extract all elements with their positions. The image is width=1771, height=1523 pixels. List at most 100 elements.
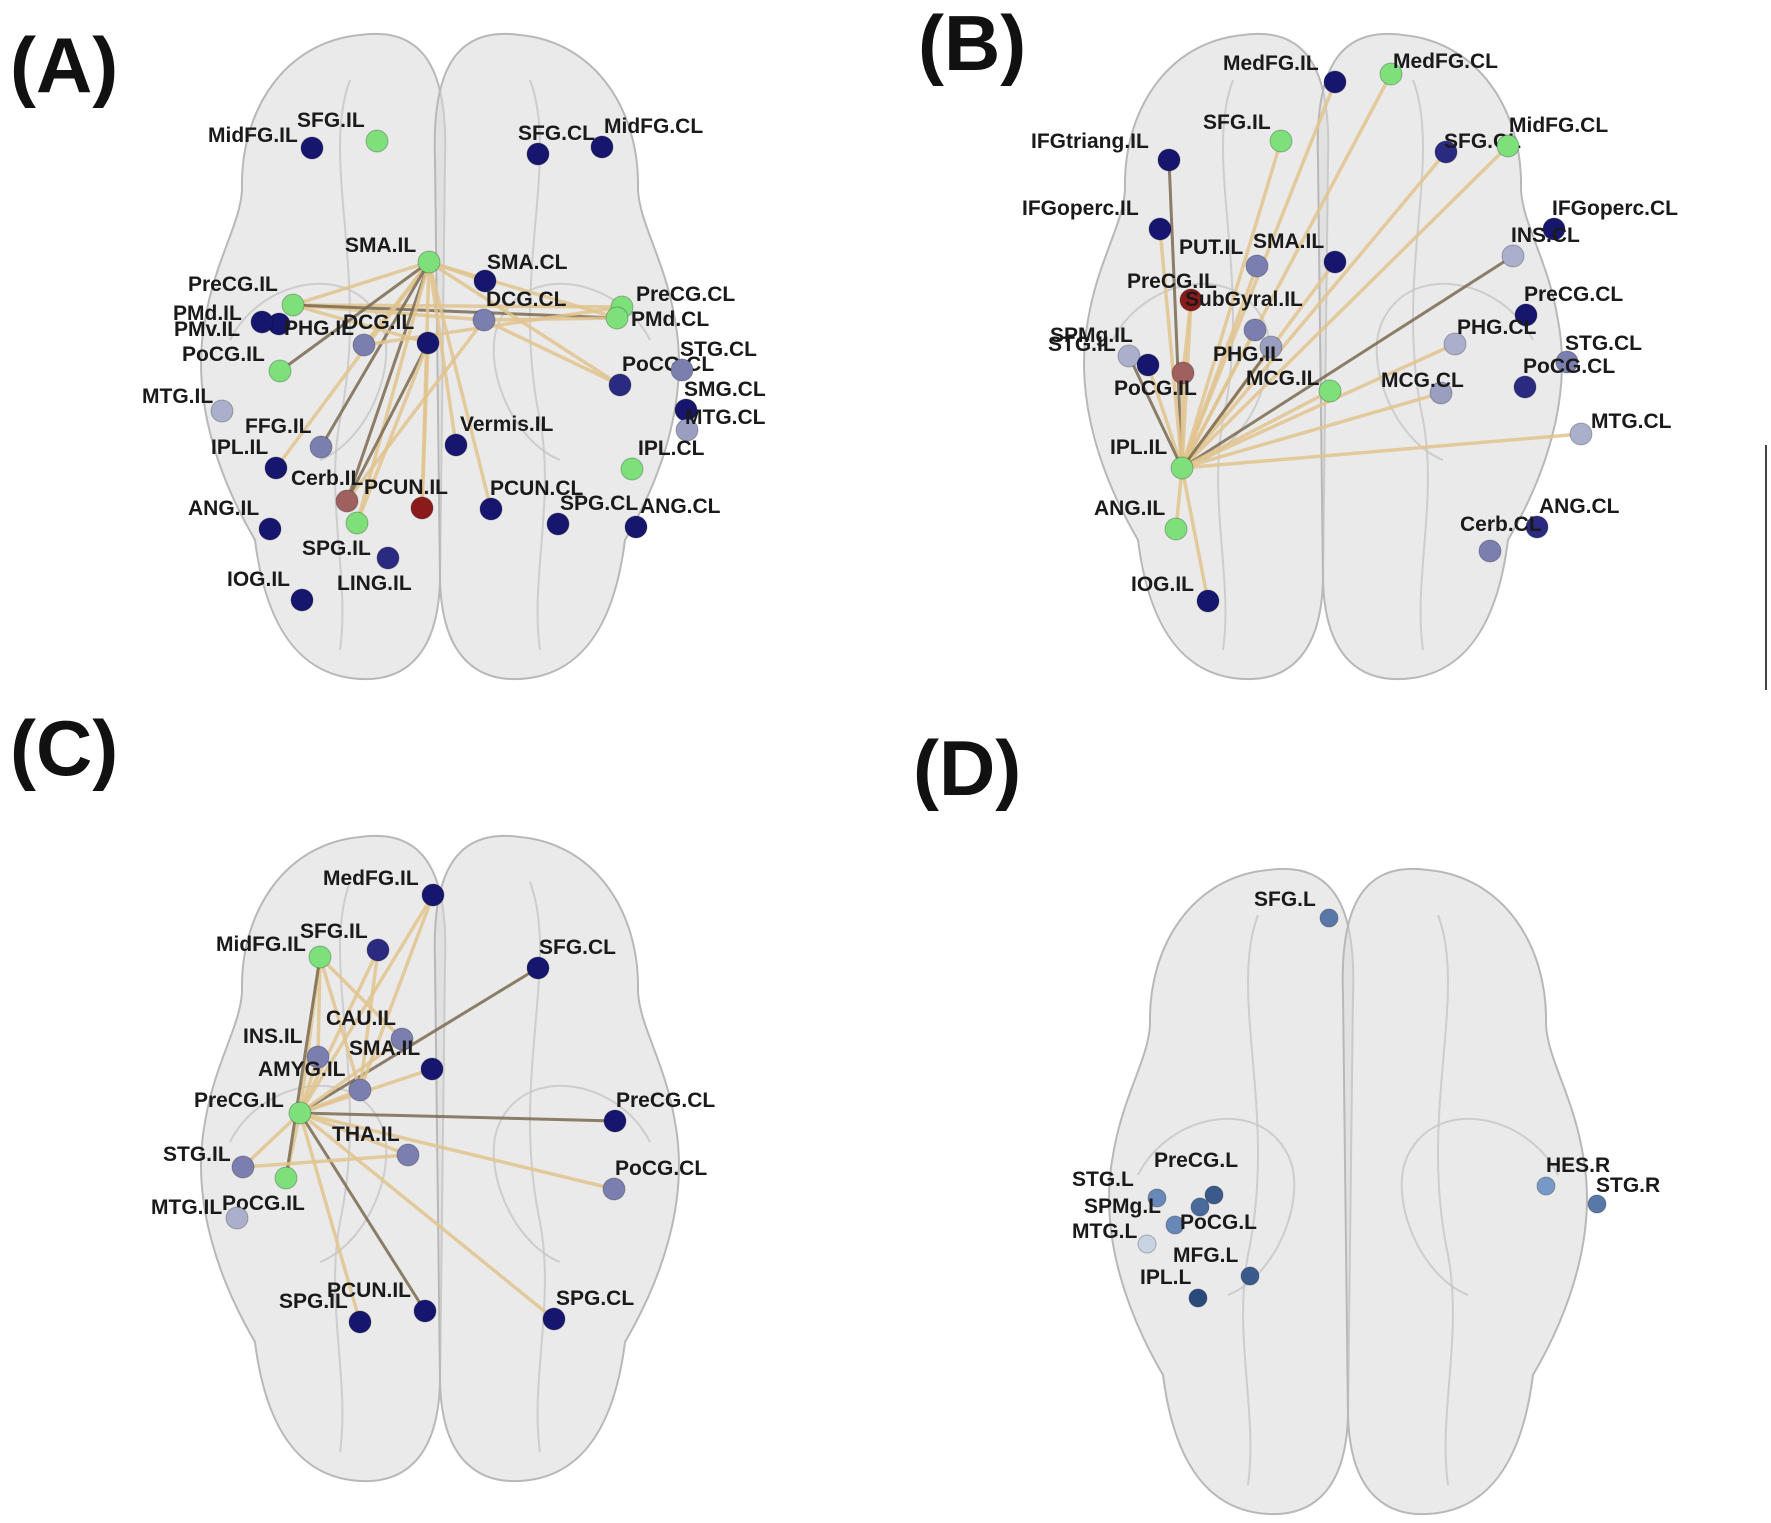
- panel-b-letter: (B): [918, 0, 1026, 87]
- node-label-ifgoperc-il: IFGoperc.IL: [1022, 197, 1139, 220]
- panel-a-letter: (A): [10, 21, 118, 109]
- node-label-precg-l: PreCG.L: [1154, 1149, 1238, 1172]
- node-sma-il: [1323, 250, 1347, 274]
- node-label-precg-il: PreCG.IL: [1127, 270, 1217, 293]
- node-mcg-cl: [1429, 381, 1453, 405]
- node-label-pmd-il: PMd.IL: [173, 302, 242, 325]
- node-dcg-il: [416, 331, 440, 355]
- node-pocg-il: [268, 359, 292, 383]
- node-label-sma-cl: SMA.CL: [487, 251, 568, 274]
- edge-midfg-il-amyg-il: [318, 956, 362, 1091]
- node-label-pcun-cl: PCUN.CL: [490, 477, 584, 500]
- edge-ipl-il-ifgtriang-il: [1167, 159, 1184, 469]
- node-label-stg-l: STG.L: [1072, 1168, 1134, 1191]
- node-pocg-cl: [602, 1177, 626, 1201]
- node-label-spg-il: SPG.IL: [279, 1290, 348, 1313]
- node-medfg-cl: [1379, 62, 1403, 86]
- node-label-ang-cl: ANG.CL: [640, 495, 721, 518]
- node-precg-cl: [603, 1109, 627, 1133]
- node-label-stg-il: STG.IL: [1048, 333, 1116, 356]
- edge-precg-il-tha-il: [299, 1111, 409, 1157]
- edge-precg-il-sma-il: [292, 260, 430, 307]
- edge-ipl-il-mcg-il: [1181, 389, 1331, 470]
- node-label-pcun-il: PCUN.IL: [364, 476, 448, 499]
- node-label-phg-il: PHG.IL: [1213, 343, 1283, 366]
- node-vermis-il: [444, 433, 468, 457]
- brain-c: [200, 834, 680, 1483]
- edge-ipl-il-mtg-cl: [1181, 432, 1582, 470]
- node-stg-cl: [670, 358, 694, 382]
- node-precg-il: [288, 1101, 312, 1125]
- node-ifgtriang-il: [1157, 148, 1181, 172]
- node-ang-il: [258, 517, 282, 541]
- edges-c: [241, 894, 616, 1323]
- node-mtg-l: [1137, 1234, 1157, 1254]
- node-label-mtg-cl: MTG.CL: [685, 406, 766, 429]
- node-label-sfg-cl: SFG.CL: [518, 122, 595, 145]
- edge-precg-il-stg-il: [241, 1111, 302, 1169]
- edge-ipl-il-sfg-cl: [1180, 150, 1448, 470]
- node-label-dcg-il: DCG.IL: [343, 311, 414, 334]
- node-stg-cl: [1555, 350, 1579, 374]
- node-label-ang-cl: ANG.CL: [1539, 495, 1620, 518]
- edge-sfg-il-amyg-il: [358, 949, 380, 1091]
- node-pcun-cl: [479, 497, 503, 521]
- node-label-ipl-il: IPL.IL: [1110, 436, 1167, 459]
- node-label-put-il: PUT.IL: [1179, 236, 1243, 259]
- node-label-ins-cl: INS.CL: [1511, 224, 1580, 247]
- edge-midfg-il-cau-il: [318, 955, 404, 1041]
- node-iog-il: [1196, 589, 1220, 613]
- edge-ipl-il-iog-il: [1180, 467, 1210, 602]
- node-mfg-l: [1240, 1266, 1260, 1286]
- node-subgyral-il: [1243, 318, 1267, 342]
- node-ipl-l: [1188, 1288, 1208, 1308]
- node-midfg-il: [300, 136, 324, 160]
- node-stg-il: [231, 1155, 255, 1179]
- brain-contour: [492, 1084, 651, 1263]
- node-label-mtg-cl: MTG.CL: [1591, 410, 1672, 433]
- node-label-spg-il: SPG.IL: [302, 537, 371, 560]
- node-mcg-il: [1318, 379, 1342, 403]
- edge-sma-il-pocg-cl: [428, 260, 621, 387]
- panel-c-letter: (C): [10, 704, 118, 792]
- node-label-spmg-il: SPMg.IL: [1050, 324, 1133, 347]
- node-precg-cl: [1514, 303, 1538, 327]
- node-label-spg-cl: SPG.CL: [556, 1287, 634, 1310]
- node-phg-cl: [1443, 332, 1467, 356]
- brain-d: [1108, 867, 1588, 1516]
- left-hemisphere: [1108, 867, 1355, 1516]
- node-label-ipl-cl: IPL.CL: [638, 437, 705, 460]
- node-ipl-il: [264, 456, 288, 480]
- node-pocg-cl: [608, 373, 632, 397]
- node-precg-l: [1204, 1185, 1224, 1205]
- node-label-stg-cl: STG.CL: [1565, 332, 1642, 355]
- node-stg-il: [1136, 353, 1160, 377]
- edge-precg-il-spg-cl: [298, 1111, 556, 1321]
- node-label-iog-il: IOG.IL: [1131, 573, 1194, 596]
- node-midfg-cl: [1496, 134, 1520, 158]
- node-label-smg-cl: SMG.CL: [684, 378, 766, 401]
- node-spmg-il: [1117, 344, 1141, 368]
- edge-ipl-il-sfg-il: [1180, 140, 1283, 469]
- node-label-ipl-il: IPL.IL: [211, 436, 268, 459]
- node-sfg-il: [1269, 129, 1293, 153]
- node-label-pmv-il: PMv.IL: [174, 318, 240, 341]
- node-label-cau-il: CAU.IL: [326, 1007, 396, 1030]
- edge-precg-il-dcg-il: [292, 303, 429, 345]
- node-label-sfg-cl: SFG.CL: [539, 936, 616, 959]
- node-label-ang-il: ANG.IL: [1094, 497, 1165, 520]
- node-pmv-il: [250, 310, 274, 334]
- node-iog-il: [290, 588, 314, 612]
- node-sfg-il: [366, 938, 390, 962]
- node-label-precg-cl: PreCG.CL: [1524, 283, 1623, 306]
- edge-ipl-il-ins-cl: [1181, 254, 1514, 470]
- edge-precg-il-pocg-il: [1181, 299, 1193, 374]
- node-pcun-il: [410, 496, 434, 520]
- node-label-pocg-l: PoCG.L: [1180, 1211, 1257, 1234]
- node-label-ifgtriang-il: IFGtriang.IL: [1031, 130, 1149, 153]
- node-pocg-il: [1171, 361, 1195, 385]
- node-mtg-il: [225, 1206, 249, 1230]
